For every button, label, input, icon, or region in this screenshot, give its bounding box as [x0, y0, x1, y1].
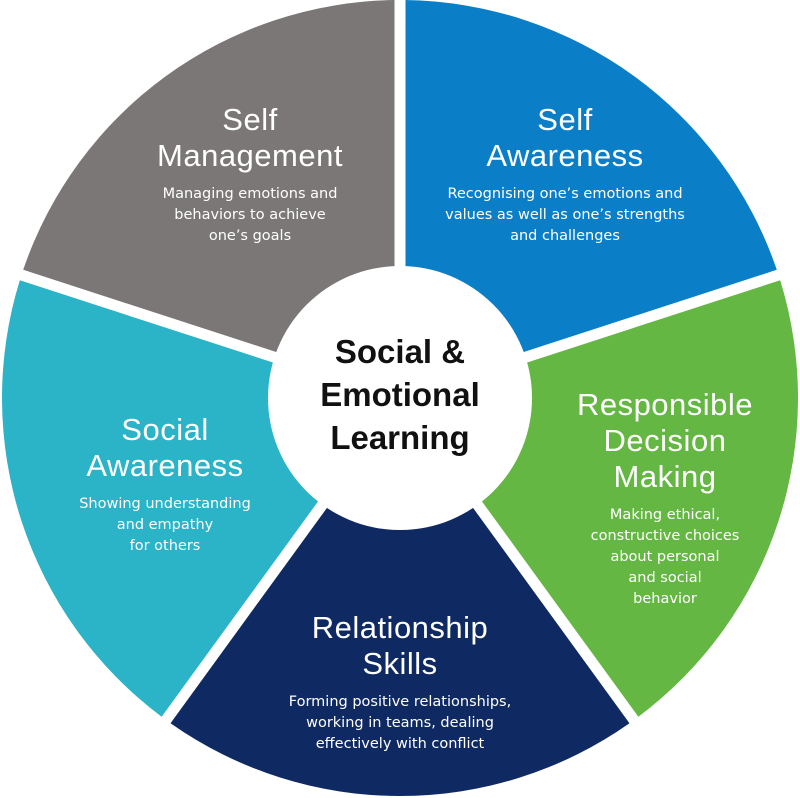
self-management-description: Managing emotions and behaviors to achie… [162, 186, 338, 244]
segment-social-awareness [2, 280, 331, 717]
social-awareness-text: Social Awareness Showing understanding a… [40, 412, 290, 557]
social-awareness-description: Showing understanding and empathy for ot… [79, 496, 251, 554]
segment-responsible-decision-making [469, 280, 798, 717]
segment-self-awareness [405, 0, 777, 359]
center-title: Social & Emotional Learning [320, 333, 480, 456]
relationship-skills-description: Forming positive relationships, working … [288, 694, 512, 752]
center-circle [268, 266, 532, 530]
self-awareness-description: Recognising one’s emotions and values as… [445, 186, 685, 244]
self-management-title: Self Management [157, 102, 343, 173]
segment-self-management [23, 0, 395, 359]
self-awareness-title: Self Awareness [486, 102, 644, 173]
relationship-skills-title: Relationship Skills [311, 610, 489, 681]
relationship-skills-text: Relationship Skills Forming positive rel… [260, 610, 540, 755]
self-awareness-text: Self Awareness Recognising one’s emotion… [410, 102, 720, 247]
responsible-decision-making-description: Making ethical, constructive choices abo… [590, 507, 740, 607]
self-management-text: Self Management Managing emotions and be… [110, 102, 390, 247]
segment-relationship-skills [170, 490, 630, 796]
responsible-decision-making-text: Responsible Decision Making Making ethic… [555, 387, 775, 610]
responsible-decision-making-title: Responsible Decision Making [576, 387, 754, 494]
social-awareness-title: Social Awareness [86, 412, 244, 483]
